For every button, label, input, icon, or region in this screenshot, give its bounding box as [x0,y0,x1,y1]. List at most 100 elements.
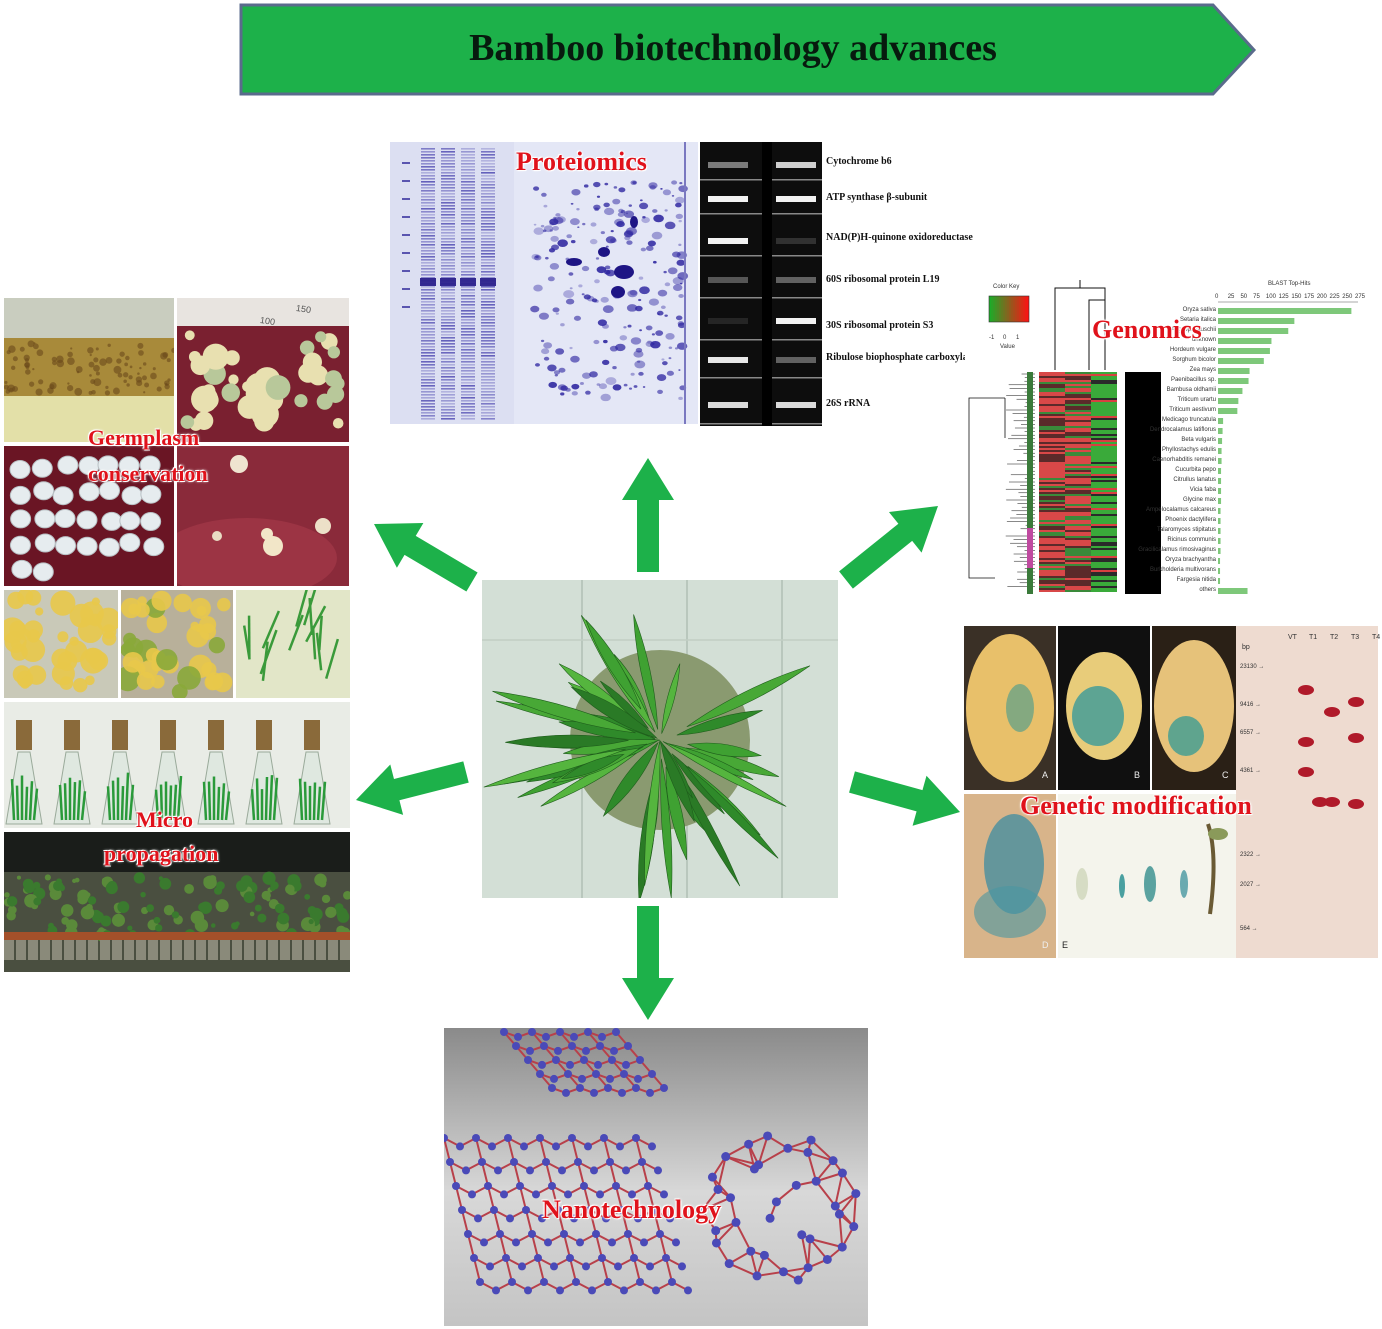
blast-species-label: Burkholderia multivorans [1149,567,1216,573]
blast-bar [1218,568,1221,574]
blast-bar [1218,468,1222,474]
gm-callus-photo-c [1152,626,1236,790]
blast-tick: 125 [1278,294,1289,300]
banner-title: Bamboo biotechnology advances [469,27,997,69]
proteomics-rtpcr-gel [700,142,822,426]
blast-species-label: Bambusa oldhamii [1166,387,1216,393]
proteomics-label: Proteiomics [516,147,647,176]
blast-species-label: others [1199,587,1216,593]
bamboo-plant-illustration [482,580,838,898]
blast-bar [1218,308,1352,314]
arrow-3 [356,761,469,815]
blast-bar [1218,328,1289,334]
blast-species-label: Aegilops tauschii [1170,327,1216,333]
blast-bar [1218,548,1221,554]
blast-species-label: Setaria italica [1179,317,1216,323]
band-label: NAD(P)H-quinone oxidoreductase [826,232,973,243]
blast-species-label: Glycine max [1182,497,1216,503]
blast-species-label: Vicia faba [1189,487,1216,493]
band-label: Cytochrome b6 [826,156,892,167]
blast-bar [1218,448,1222,454]
blast-bar [1218,538,1221,544]
blast-bar [1218,378,1249,384]
gm-panel-letter: D [1042,940,1049,950]
southern-lane-label: T3 [1351,634,1360,641]
blast-species-label: Fargesia nitida [1176,577,1216,583]
arrow-0 [622,458,674,572]
title-banner [239,3,1257,96]
southern-lane-label: T1 [1309,634,1318,641]
micro-greenhouse-photo [4,832,350,972]
blast-tick: 50 [1240,294,1248,300]
gm-panel-letter: C [1222,770,1229,780]
genomics-label: Genomics [1092,315,1202,344]
arrow-2 [839,506,938,589]
arrow-5 [622,906,674,1020]
arrow-1 [374,523,478,592]
micro-shoot-dish-photo [236,590,350,698]
southern-lane-label: VT [1288,634,1297,641]
blast-tick: 275 [1355,294,1366,300]
blast-species-label: Talaromyces stipitatus [1156,527,1216,533]
germplasm-flask-photo [4,298,174,442]
blast-tick: 200 [1316,294,1327,300]
gm-southern-blot [1236,626,1378,958]
blast-tick: 25 [1227,294,1235,300]
blast-bar [1218,368,1250,374]
blast-species-label: Zea mays [1189,367,1216,373]
micro-callus-photo-1 [4,590,118,698]
band-label: Ribulose biophosphate carboxylase [826,352,977,363]
blast-bar [1218,528,1221,534]
gm-panel-letter: A [1042,770,1049,780]
nanotech-label: Nanotechnology [542,1195,722,1224]
blast-tick: 100 [1265,294,1276,300]
blast-species-label: Triticum urartu [1177,397,1216,403]
blast-species-label: Medicago truncatula [1161,417,1216,423]
germplasm-label-line1: Germplasm [88,425,200,450]
southern-marker-label: 23130 → [1240,664,1265,670]
blast-species-label: Triticum aestivum [1169,407,1216,413]
band-label: ATP synthase β-subunit [826,192,928,203]
gm-seedlings-photo-e [1058,794,1236,958]
blast-species-label: Sorghum bicolor [1172,357,1216,363]
blast-tick: 250 [1342,294,1353,300]
band-label: 26S rRNA [826,398,871,409]
blast-bar [1218,388,1243,394]
blast-species-label: unknown [1191,337,1216,343]
blast-bar [1218,498,1222,504]
gm-panel-letter: E [1062,940,1069,950]
blast-bar [1218,588,1248,594]
blast-tick: 0 [1215,294,1219,300]
blast-species-label: Ricinus communis [1167,537,1216,543]
micro-flasks-photo [4,702,350,828]
blast-bar [1218,488,1222,494]
color-key-title: Color Key [993,284,1020,290]
blast-bar [1218,518,1221,524]
color-key-axis-label: Value [1000,344,1015,350]
blast-species-label: Caenorhabditis remanei [1152,457,1216,463]
southern-lane-label: T2 [1330,634,1339,641]
southern-lane-label: T4 [1372,634,1381,641]
blast-species-label: Beta vulgaris [1181,437,1216,443]
blast-species-label: Phyllostachys edulis [1161,447,1216,453]
gm-callus-photo-d [964,794,1056,958]
arrow-4 [849,771,960,826]
blast-bar [1218,558,1221,564]
southern-marker-label: 4361 → [1240,768,1262,774]
blast-species-label: Gracilicalamus rimosivaginus [1138,547,1216,553]
gm-panel-letter: B [1134,770,1141,780]
germplasm-seeds-dish-photo [4,446,174,586]
band-label: 30S ribosomal protein S3 [826,320,934,331]
blast-bar [1218,348,1270,354]
beaker-mark-150: 150 [295,303,312,315]
micro-label-line2: propagation [104,841,219,866]
beaker-mark-100: 100 [259,315,276,327]
blast-bar [1218,478,1222,484]
nanotech-image [444,1028,868,1326]
blast-bar [1218,508,1221,514]
southern-marker-label: 6557 → [1240,730,1262,736]
blast-bar [1218,338,1272,344]
germplasm-label-line2: conservation [88,461,208,486]
band-label: 60S ribosomal protein L19 [826,274,940,285]
